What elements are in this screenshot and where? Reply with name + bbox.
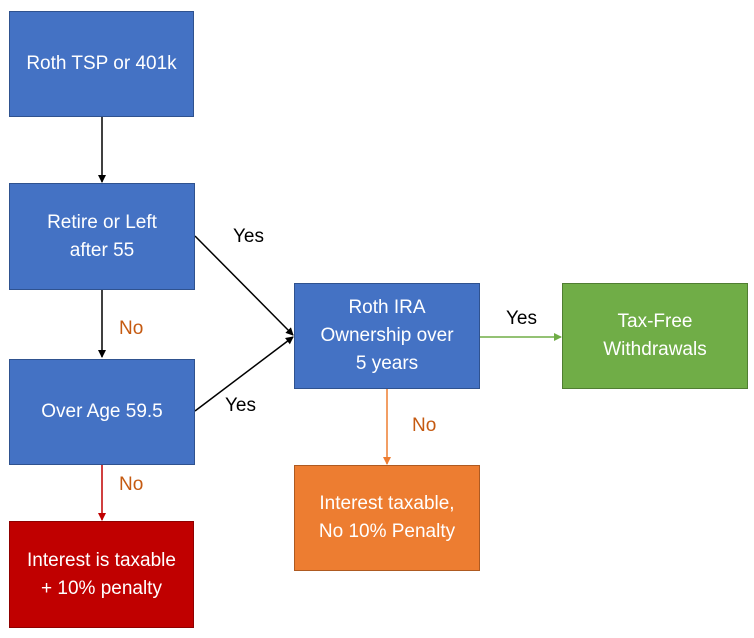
arrow-over-age-to-roth-ira (194, 336, 294, 412)
label-ira-no: No (412, 415, 437, 436)
label-age-yes: Yes (225, 395, 256, 416)
node-roth-tsp-text: Roth TSP or 401k (26, 53, 177, 74)
label-age-no: No (119, 474, 144, 495)
node-taxable-penalty: Interest is taxable + 10% penalty (9, 521, 194, 628)
node-tax-free: Tax-Free Withdrawals (562, 283, 748, 389)
node-taxable-penalty-text: Interest is taxable + 10% penalty (27, 549, 176, 599)
node-roth-tsp: Roth TSP or 401k (9, 11, 194, 117)
label-retire-no: No (119, 318, 144, 339)
node-taxable-no-penalty-text: Interest taxable, No 10% Penalty (318, 493, 456, 542)
node-taxable-no-penalty: Interest taxable, No 10% Penalty (294, 465, 480, 571)
node-roth-ira-text: Roth IRA Ownership over 5 years (320, 297, 454, 374)
node-retire-after-55: Retire or Left after 55 (9, 183, 195, 290)
node-over-age: Over Age 59.5 (9, 359, 195, 465)
label-retire-yes: Yes (233, 226, 264, 247)
node-retire-after-55-text: Retire or Left after 55 (47, 211, 157, 261)
label-ira-yes: Yes (506, 308, 537, 329)
node-over-age-text: Over Age 59.5 (41, 401, 163, 422)
node-tax-free-text: Tax-Free Withdrawals (603, 311, 707, 360)
node-roth-ira: Roth IRA Ownership over 5 years (294, 283, 480, 389)
arrow-retire-to-roth-ira (194, 235, 294, 336)
